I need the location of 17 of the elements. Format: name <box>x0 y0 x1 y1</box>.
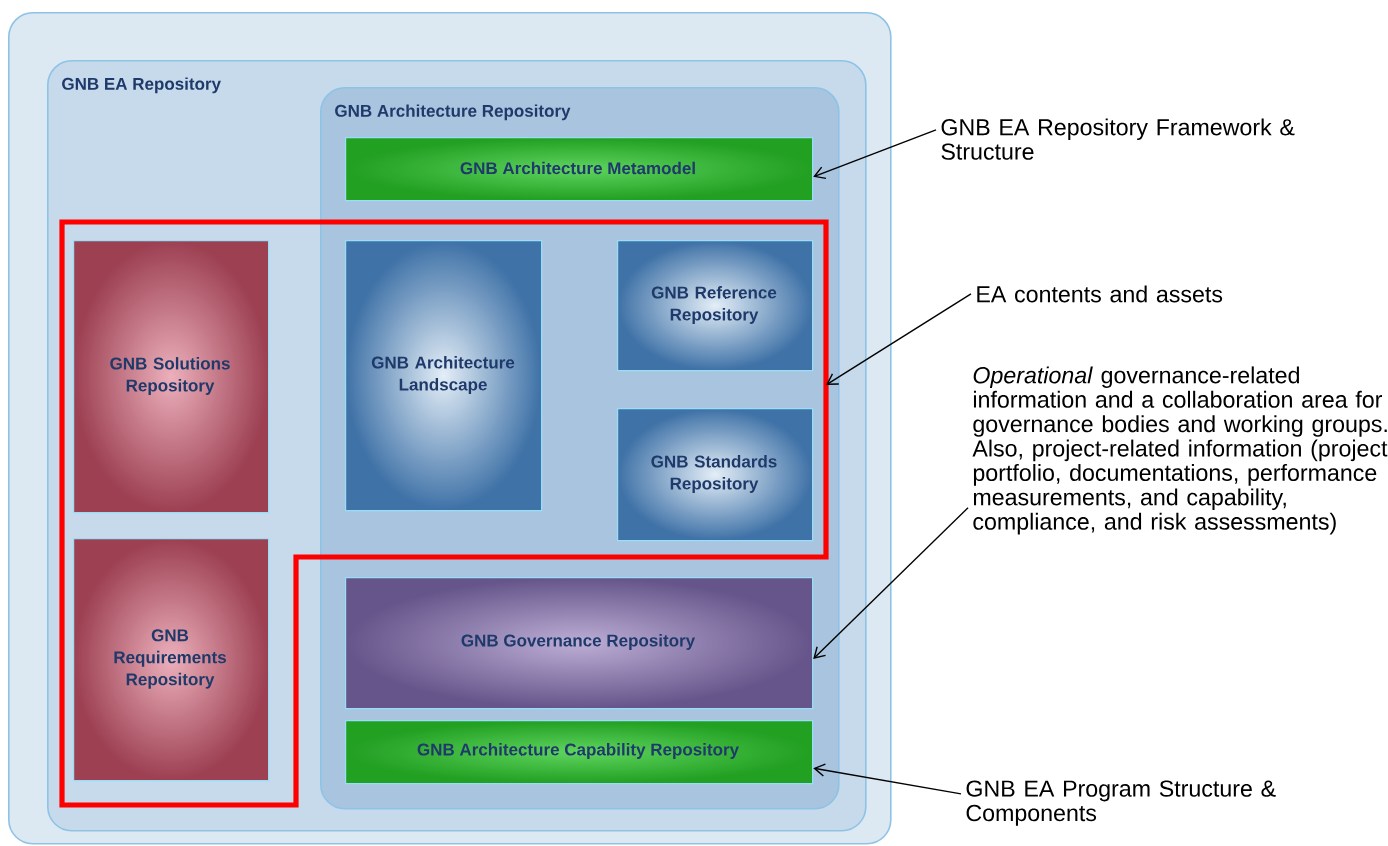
repository-box: GNB Architecture Landscape <box>345 240 543 512</box>
repository-box: GNB Standards Repository <box>617 408 814 542</box>
arrow <box>813 507 969 659</box>
arrow <box>826 293 972 385</box>
repository-box: GNB Governance Repository <box>345 577 814 710</box>
annotation-text: GNB EA Program Structure & Components <box>966 780 1276 826</box>
annotation-text: Operational governance-related information and a collaboration area for governance bodies and working groups. Also, project-related information (project portfolio, documentations, performance measurements, and capability, compliance, and risk assessments) <box>972 366 1388 535</box>
repository-box: GNB Architecture Capability Repository <box>345 720 814 785</box>
annotation-text: GNB EA Repository Framework & Structure <box>941 118 1295 160</box>
repository-box: GNB Architecture Metamodel <box>345 137 814 202</box>
boundary-outline <box>59 219 829 808</box>
annotation-text: EA contents and assets <box>977 285 1223 303</box>
arrow <box>813 763 962 795</box>
repository-box: GNB Reference Repository <box>617 240 814 372</box>
repository-box: GNB Solutions Repository <box>73 240 270 514</box>
repository-box: GNB Requirements Repository <box>73 538 270 782</box>
arrow <box>813 129 937 180</box>
